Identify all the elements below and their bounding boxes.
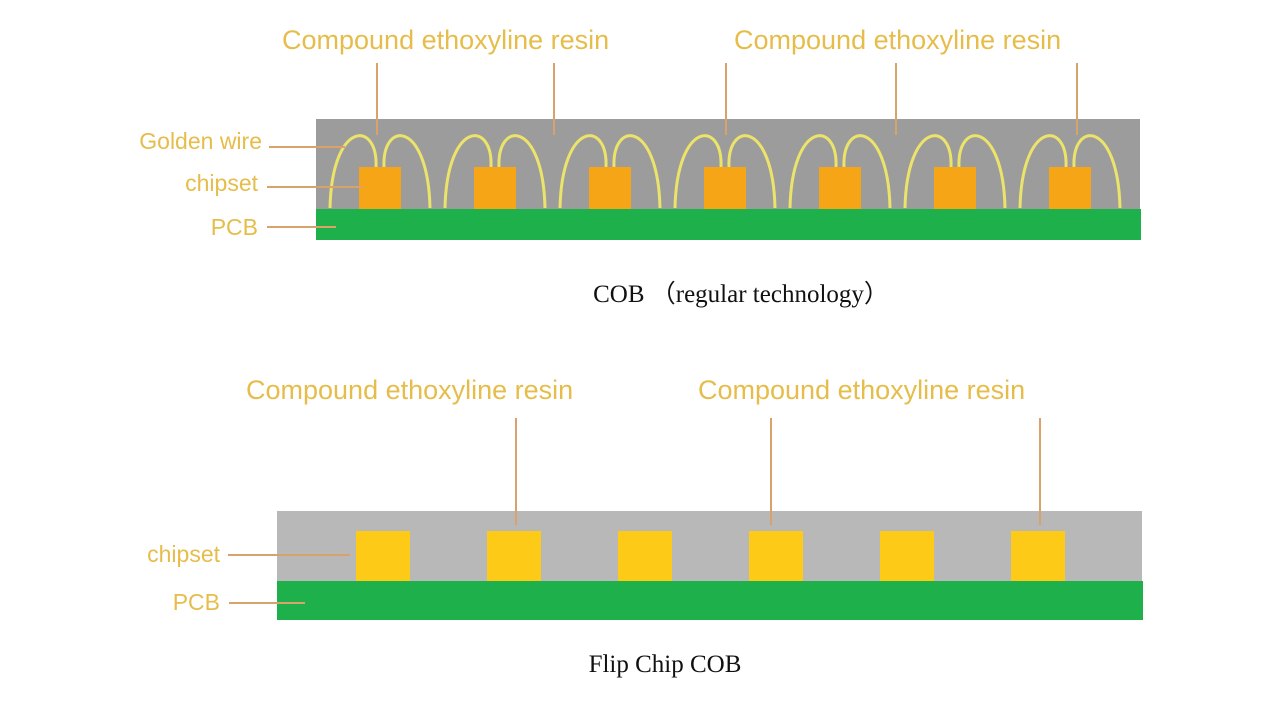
regular-chip xyxy=(589,167,631,209)
regular-chipset-label: chipset xyxy=(185,170,258,196)
golden-wire xyxy=(727,134,777,209)
flip-chip xyxy=(618,531,672,581)
regular-cob-diagram: Compound ethoxyline resin Compound ethox… xyxy=(139,25,1141,308)
golden-wire xyxy=(1072,134,1122,209)
regular-resin-label-2: Compound ethoxyline resin xyxy=(734,25,1061,55)
golden-wire xyxy=(673,134,723,209)
flip-chip xyxy=(749,531,803,581)
regular-chip xyxy=(474,167,516,209)
flip-chip xyxy=(356,531,410,581)
golden-wire xyxy=(788,134,838,209)
flip-resin-label-1: Compound ethoxyline resin xyxy=(246,375,573,405)
regular-chip xyxy=(934,167,976,209)
flip-chip-cob-caption: Flip Chip COB xyxy=(589,651,742,678)
flip-resin-layer xyxy=(277,511,1142,583)
regular-chip xyxy=(704,167,746,209)
golden-wire xyxy=(558,134,608,209)
regular-chip xyxy=(359,167,401,209)
regular-golden-wires xyxy=(328,134,1122,209)
regular-pcb-label: PCB xyxy=(211,214,258,240)
flip-chip xyxy=(487,531,541,581)
regular-chip xyxy=(1049,167,1091,209)
regular-chips xyxy=(359,167,1091,209)
flip-chipset-label: chipset xyxy=(147,541,220,567)
golden-wire xyxy=(382,134,432,209)
golden-wire xyxy=(443,134,493,209)
regular-cob-caption: COB （regular technology） xyxy=(593,280,889,308)
regular-resin-label-1: Compound ethoxyline resin xyxy=(282,25,609,55)
golden-wire xyxy=(903,134,953,209)
golden-wire xyxy=(497,134,547,209)
golden-wire-label: Golden wire xyxy=(139,128,262,154)
flip-pcb-layer xyxy=(277,581,1143,620)
flip-chip-cob-diagram: Compound ethoxyline resin Compound ethox… xyxy=(147,375,1143,678)
golden-wire xyxy=(612,134,662,209)
golden-wire xyxy=(957,134,1007,209)
golden-wire xyxy=(328,134,378,209)
flip-resin-label-2: Compound ethoxyline resin xyxy=(698,375,1025,405)
flip-chip xyxy=(1011,531,1065,581)
golden-wire xyxy=(1018,134,1068,209)
regular-pcb-layer xyxy=(316,209,1141,240)
regular-chip xyxy=(819,167,861,209)
golden-wire xyxy=(842,134,892,209)
flip-pcb-label: PCB xyxy=(173,589,220,615)
flip-chip xyxy=(880,531,934,581)
flip-chips xyxy=(356,531,1065,581)
